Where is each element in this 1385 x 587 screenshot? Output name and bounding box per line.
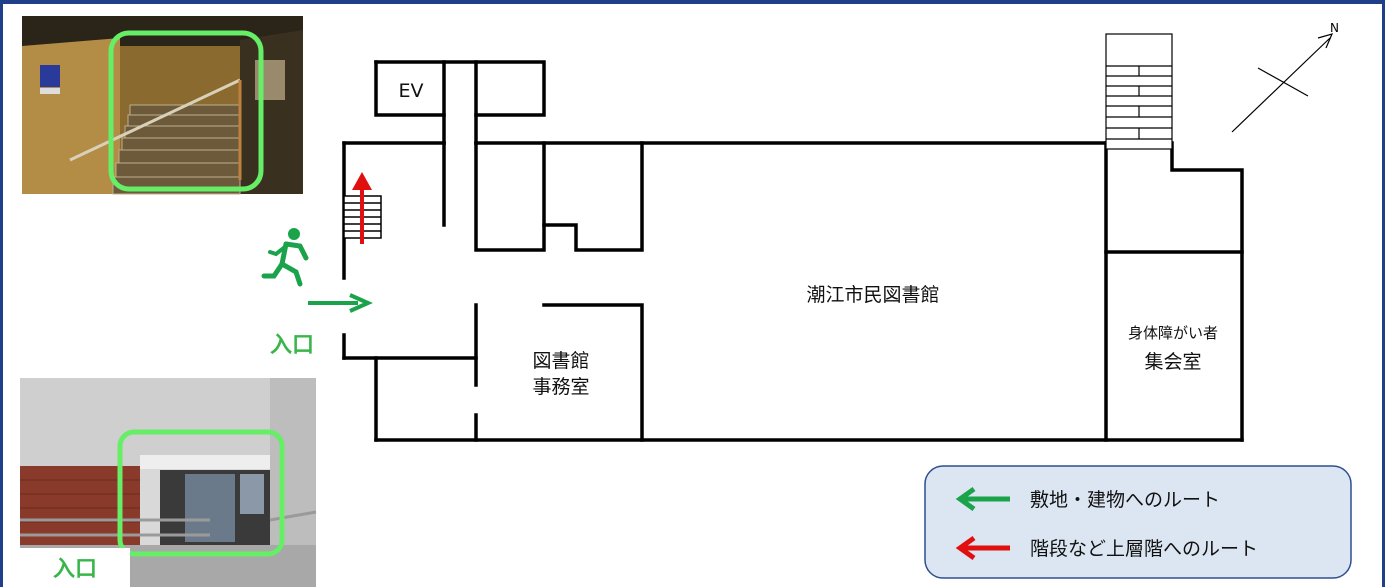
legend-item-stairs-route: 階段など上層階へのルート <box>955 535 1258 561</box>
route-legend: 敷地・建物へのルート 階段など上層階へのルート <box>924 465 1352 579</box>
plan-entrance-label: 入口 <box>270 333 314 358</box>
room-label-elevator: EV <box>398 80 423 102</box>
entrance-photo: 入口 <box>20 378 317 587</box>
room-label-meeting-line1: 身体障がい者 <box>1128 324 1218 342</box>
room-label-office-line1: 図書館 <box>532 350 589 372</box>
stairs-highlight-frame <box>108 30 264 192</box>
floor-plan-walls <box>342 60 1244 442</box>
main-staircase-icon <box>1105 33 1173 150</box>
room-label-meeting-line2: 集会室 <box>1144 351 1201 373</box>
entrance-photo-label-box <box>20 548 130 587</box>
room-label-library: 潮江市民図書館 <box>806 284 939 306</box>
legend-item-site-route: 敷地・建物へのルート <box>955 486 1220 512</box>
legend-label-site-route: 敷地・建物へのルート <box>1030 489 1220 511</box>
legend-label-stairs-route: 階段など上層階へのルート <box>1030 538 1258 560</box>
entrance-photo-label: 入口 <box>53 557 97 582</box>
entrance-route-arrow <box>308 293 373 313</box>
compass-label: N <box>1330 21 1339 35</box>
stairs-route-arrow <box>352 172 372 244</box>
entrance-highlight-frame <box>117 429 285 557</box>
compass-icon <box>1231 33 1334 133</box>
stairs-photo <box>22 16 303 195</box>
room-label-office-line2: 事務室 <box>532 376 589 398</box>
running-person-icon <box>261 228 309 287</box>
